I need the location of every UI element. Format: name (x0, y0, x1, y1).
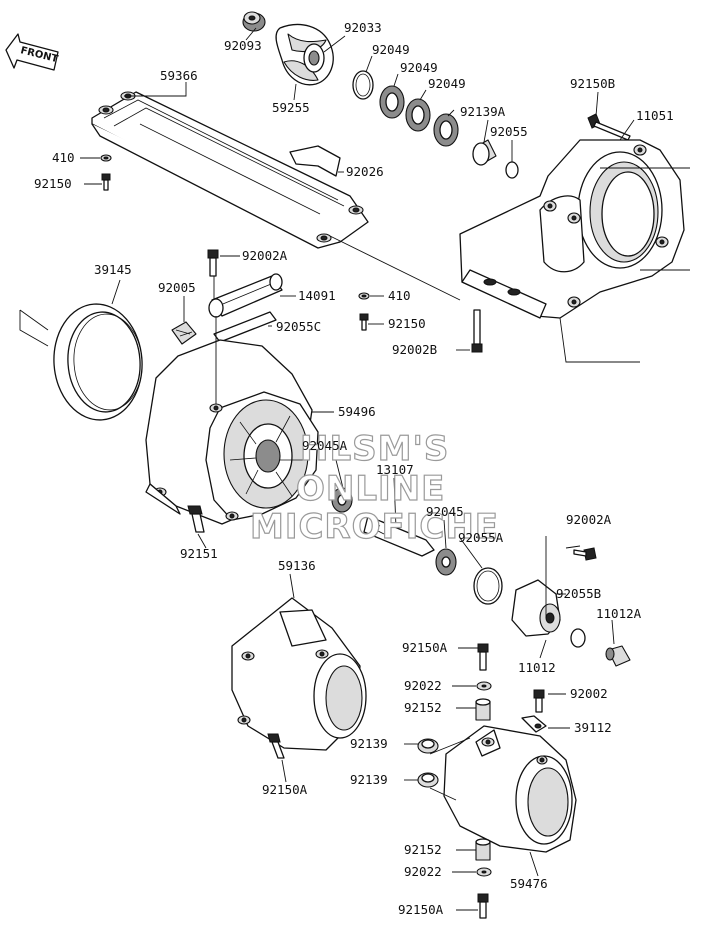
part-92049-seal-3 (433, 113, 459, 147)
part-92055-oring (505, 161, 519, 179)
part-39145-ring (53, 303, 143, 421)
part-59496-pump-case (145, 339, 319, 525)
part-92002B-bolt (471, 309, 483, 353)
label-92151: 92151 (180, 546, 218, 561)
part-92150B-bolt (587, 113, 631, 141)
label-59496: 59496 (338, 404, 376, 419)
label-39112: 39112 (574, 720, 612, 735)
label-92049-1: 92049 (372, 42, 410, 57)
part-59366-plate (91, 91, 369, 249)
label-92055C: 92055C (276, 319, 321, 334)
label-39145: 39145 (94, 262, 132, 277)
watermark-line-2: ONLINE (296, 469, 445, 509)
part-92055A-oring (473, 567, 503, 605)
part-92002A-bolt-top (207, 249, 219, 277)
label-92150A-3: 92150A (398, 902, 444, 917)
label-92002A-top: 92002A (242, 248, 288, 263)
label-92055: 92055 (490, 124, 528, 139)
label-92150B: 92150B (570, 76, 615, 91)
part-92139-bushing-1 (417, 738, 439, 754)
label-11051: 11051 (636, 108, 674, 123)
part-92152-spacer-2 (475, 838, 491, 861)
label-92002A-mid: 92002A (566, 512, 612, 527)
part-92049-seal-1 (379, 85, 405, 119)
label-11012A: 11012A (596, 606, 642, 621)
part-11051-housing (459, 139, 685, 319)
label-11012: 11012 (518, 660, 556, 675)
front-direction-arrow-icon: FRONT (5, 33, 59, 71)
label-92002B: 92002B (392, 342, 437, 357)
part-92045-bearing (435, 548, 457, 576)
label-92139-2: 92139 (350, 772, 388, 787)
part-labels: 92093 92033 92049 92049 92049 59366 5925… (34, 20, 674, 917)
part-92150A-bolt-b (267, 733, 285, 759)
label-14091: 14091 (298, 288, 336, 303)
part-92151-bolt (187, 505, 205, 533)
part-92055B-oring (570, 628, 586, 648)
label-92139A: 92139A (460, 104, 506, 119)
part-92150-bolt-1 (101, 173, 111, 191)
label-92022-2: 92022 (404, 864, 442, 879)
label-92152-2: 92152 (404, 842, 442, 857)
label-59255: 59255 (272, 100, 310, 115)
label-410-1: 410 (52, 150, 75, 165)
part-59136-nozzle (231, 597, 367, 751)
label-92005: 92005 (158, 280, 196, 295)
watermark-line-1: HLSM'S (300, 429, 449, 469)
part-92002-bolt (533, 689, 545, 713)
label-92150A-1: 92150A (402, 640, 448, 655)
part-14091-housing (208, 273, 283, 318)
part-92139-bushing-2 (417, 772, 439, 788)
label-92049-3: 92049 (428, 76, 466, 91)
part-92045A-bearing (331, 487, 353, 513)
part-92002A-bolt-mid (573, 547, 597, 561)
part-92026-clip (289, 145, 341, 177)
label-92139-1: 92139 (350, 736, 388, 751)
label-59476: 59476 (510, 876, 548, 891)
watermark-line-3: MICROFICHE (250, 507, 499, 547)
part-11012A-plug (605, 645, 631, 667)
label-92093: 92093 (224, 38, 262, 53)
label-92055A: 92055A (458, 530, 504, 545)
label-92150A-2: 92150A (262, 782, 308, 797)
label-13107: 13107 (376, 462, 414, 477)
part-11012-cap (511, 579, 561, 637)
watermark-text: HLSM'S ONLINE MICROFICHE (249, 428, 499, 547)
part-92049-seal-2 (405, 98, 431, 132)
label-59366: 59366 (160, 68, 198, 83)
part-92150A-bolt-a (477, 643, 489, 671)
label-92150-1: 92150 (34, 176, 72, 191)
label-92152-1: 92152 (404, 700, 442, 715)
part-13107-shaft (363, 515, 435, 557)
part-92150-bolt-2 (359, 313, 369, 331)
label-92026: 92026 (346, 164, 384, 179)
label-92022-1: 92022 (404, 678, 442, 693)
label-59136: 59136 (278, 558, 316, 573)
label-92002: 92002 (570, 686, 608, 701)
part-59255-impeller (275, 23, 334, 86)
label-92045: 92045 (426, 504, 464, 519)
label-92045A: 92045A (302, 438, 348, 453)
label-92033: 92033 (344, 20, 382, 35)
label-410-2: 410 (388, 288, 411, 303)
part-39112-lever (521, 715, 547, 733)
part-92055C-gasket (213, 311, 277, 343)
leader-lines (19, 27, 690, 911)
part-92093-cap (242, 11, 266, 32)
label-92150-2: 92150 (388, 316, 426, 331)
part-59476-deflector (443, 725, 577, 853)
label-92049-2: 92049 (400, 60, 438, 75)
part-92139A-bushing (472, 139, 497, 166)
part-92152-spacer-1 (475, 698, 491, 721)
label-92055B: 92055B (556, 586, 601, 601)
part-92005-fitting (171, 321, 197, 345)
part-92150A-bolt-c (477, 893, 489, 919)
